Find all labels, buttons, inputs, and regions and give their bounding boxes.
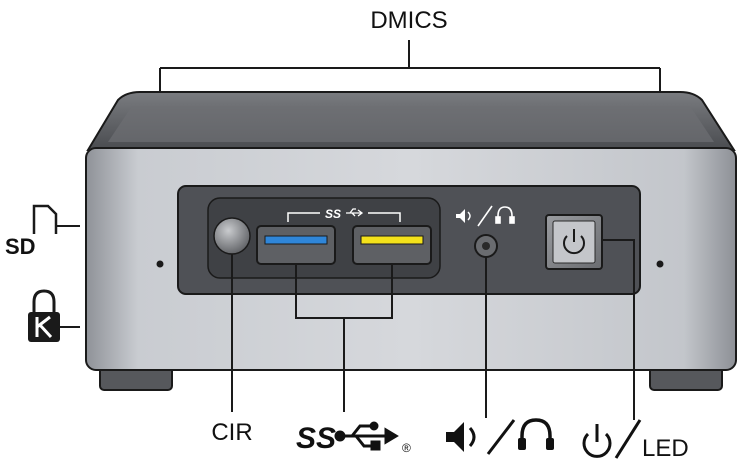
speaker-small-icon	[456, 209, 471, 223]
usb-trident-small-icon	[346, 208, 364, 217]
usb-superspeed-label: SS	[296, 422, 336, 455]
dmics-label: DMICS	[370, 7, 447, 34]
dmics-bracket	[159, 40, 661, 262]
usb-port-yellow-insert	[360, 235, 424, 245]
power-callout-line	[602, 239, 635, 420]
microphone-left	[156, 260, 164, 268]
power-icon	[582, 424, 612, 458]
usb-ss-small-label: SS	[325, 207, 341, 221]
audio-slash	[486, 419, 516, 455]
usb-ss-bracket	[287, 212, 401, 222]
usb-port-blue	[256, 225, 336, 265]
usb-callout-line	[295, 264, 393, 412]
microphone-right	[656, 260, 664, 268]
sd-card-icon	[32, 204, 80, 234]
headphone-small-icon	[495, 206, 515, 224]
cir-label: CIR	[211, 419, 252, 446]
usb-port-yellow	[352, 225, 432, 265]
registered-mark: ®	[402, 441, 411, 455]
power-led-slash	[614, 419, 642, 459]
kensington-lock-icon	[28, 289, 80, 342]
cir-sensor	[213, 217, 251, 255]
headphone-icon	[518, 418, 554, 450]
led-label: LED	[642, 435, 689, 462]
usb-port-blue-insert	[264, 235, 328, 245]
speaker-icon	[446, 422, 476, 452]
audio-slash-small	[477, 205, 493, 227]
usb-trident-icon	[334, 421, 399, 451]
power-button-icon	[563, 229, 585, 255]
sd-label: SD	[5, 234, 36, 259]
